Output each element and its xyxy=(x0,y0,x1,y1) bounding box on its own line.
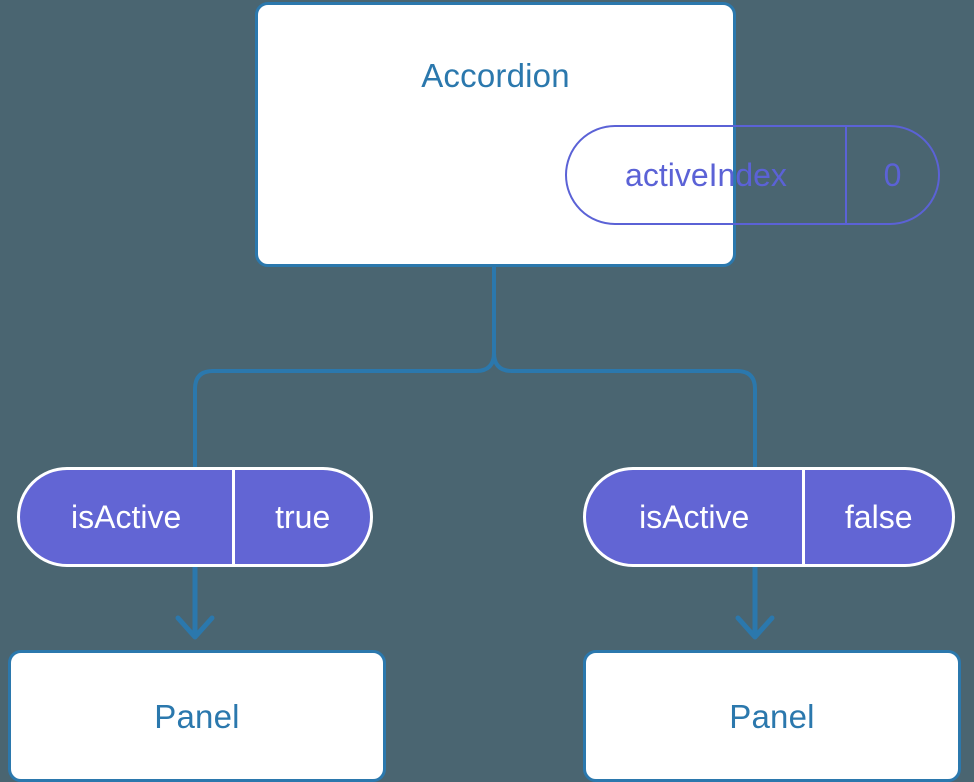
state-pill-active-index-key: activeIndex xyxy=(625,157,787,193)
prop-pill-is-active-false-value: false xyxy=(802,470,952,564)
prop-pill-is-active-true-value: true xyxy=(232,470,370,564)
state-pill-active-index-value: 0 xyxy=(844,127,938,223)
tree-branch-connector-right xyxy=(492,264,757,469)
panel-title-left: Panel xyxy=(154,697,240,735)
prop-pill-is-active-true-key: isActive xyxy=(71,499,182,535)
state-pill-active-index[interactable]: activeIndex 0 xyxy=(565,125,940,225)
prop-pill-is-active-true[interactable]: isActive true xyxy=(17,467,373,567)
tree-branch-connector xyxy=(193,264,496,469)
accordion-component-card[interactable]: Accordion activeIndex 0 xyxy=(255,2,940,267)
prop-pill-is-active-false[interactable]: isActive false xyxy=(583,467,955,567)
arrow-right-panel xyxy=(735,564,775,640)
panel-component-card-left[interactable]: Panel xyxy=(8,650,386,782)
arrow-left-panel xyxy=(175,564,215,640)
panel-title-right: Panel xyxy=(729,697,815,735)
panel-component-card-right[interactable]: Panel xyxy=(583,650,961,782)
accordion-title: Accordion xyxy=(421,57,570,94)
prop-pill-is-active-false-key: isActive xyxy=(639,499,750,535)
